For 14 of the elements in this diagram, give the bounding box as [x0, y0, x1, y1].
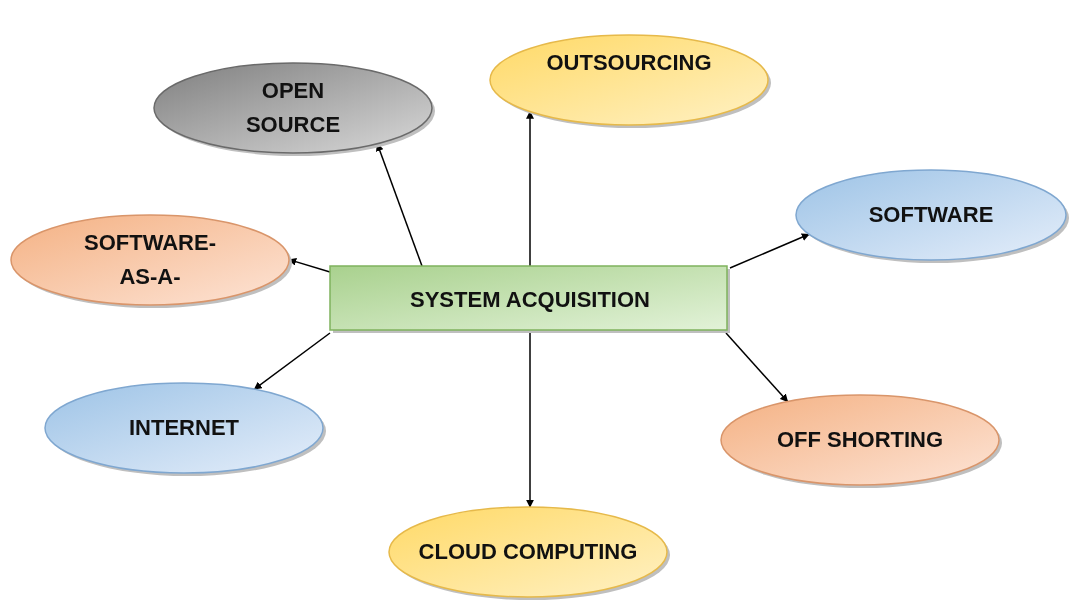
- node-label: OFF SHORTING: [775, 426, 945, 454]
- node-label: OPEN SOURCE: [244, 77, 342, 139]
- arrow: [725, 332, 789, 403]
- arrow: [288, 257, 331, 273]
- node-label: SYSTEM ACQUISITION: [409, 285, 651, 314]
- node-label: INTERNET: [128, 414, 240, 442]
- arrow: [253, 332, 331, 390]
- arrow: [526, 332, 534, 508]
- node-label: OUTSOURCING: [545, 49, 713, 77]
- arrow: [526, 110, 534, 267]
- node-label: SOFTWARE-AS-A-: [83, 229, 217, 291]
- node-label: SOFTWARE: [867, 201, 995, 229]
- arrow: [729, 233, 810, 269]
- node-label: CLOUD COMPUTING: [418, 538, 638, 566]
